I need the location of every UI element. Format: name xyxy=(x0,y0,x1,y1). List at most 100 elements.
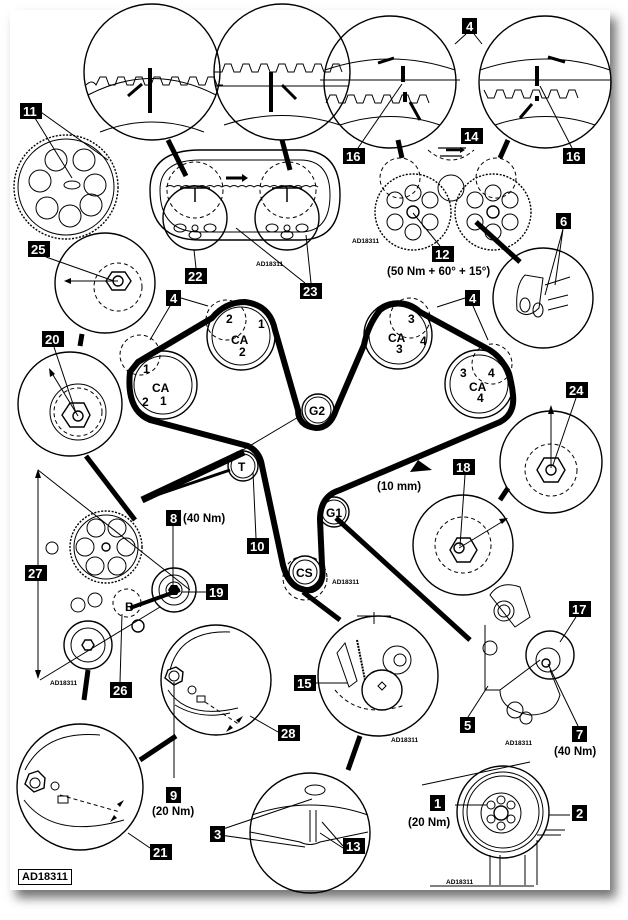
svg-text:23: 23 xyxy=(303,284,317,299)
pulley-ca1-mark-1: 1 xyxy=(143,362,150,376)
svg-text:3: 3 xyxy=(214,827,221,842)
callout-8-torque: (40 Nm) xyxy=(183,513,225,525)
detail-circle-crank-mark-right xyxy=(478,15,612,149)
detail-circle-camshaft-2-mark xyxy=(213,3,351,141)
callout-12: 12 xyxy=(432,246,454,262)
pulley-ca3-label: CA xyxy=(388,331,406,345)
watermark-label: AD18311 xyxy=(505,740,532,747)
watermark-label: AD18311 xyxy=(391,737,418,744)
crank-timing-detail-28 xyxy=(160,624,279,778)
callout-11: 11 xyxy=(20,103,42,119)
svg-text:7: 7 xyxy=(576,727,583,742)
tensioner-nut-detail-20 xyxy=(17,351,137,522)
timing-belt xyxy=(119,297,517,642)
pulley-ca3-number: 3 xyxy=(396,342,403,356)
callout-12-torque: (50 Nm + 60° + 15°) xyxy=(387,266,490,278)
svg-text:26: 26 xyxy=(113,683,127,698)
callout-4-top: 4 xyxy=(462,18,477,34)
svg-text:22: 22 xyxy=(188,269,202,284)
svg-text:17: 17 xyxy=(572,602,586,617)
callout-25: 25 xyxy=(28,241,50,257)
tensioner-assembly: AD18311 xyxy=(482,584,575,747)
callout-10: 10 xyxy=(247,538,269,554)
svg-text:16: 16 xyxy=(566,149,580,164)
pulley-labels: CA 1 1 2 CA 2 2 1 CA 3 3 4 CA 4 3 4 G2 G… xyxy=(142,312,495,586)
callout-22: 22 xyxy=(185,268,207,284)
svg-text:4: 4 xyxy=(170,291,178,306)
pulley-ca1-label: CA xyxy=(152,381,170,395)
pulley-ca1-mark-2: 2 xyxy=(142,395,149,409)
svg-text:5: 5 xyxy=(464,718,471,733)
svg-text:27: 27 xyxy=(28,566,42,581)
callout-1: 1 xyxy=(430,795,445,811)
svg-text:15: 15 xyxy=(297,676,311,691)
svg-text:16: 16 xyxy=(346,149,360,164)
callout-2: 2 xyxy=(572,805,587,821)
pulley-g2-label: G2 xyxy=(309,404,325,418)
pulley-ca4-mark-4: 4 xyxy=(488,366,495,380)
callout-7-torque: (40 Nm) xyxy=(554,746,596,758)
callout-18: 18 xyxy=(453,459,475,475)
pulley-ca2-label: CA xyxy=(231,333,249,347)
pulley-b-label: B xyxy=(125,600,134,614)
callout-16-right: 16 xyxy=(563,148,585,164)
callout-14: 14 xyxy=(461,128,483,144)
watermark-label: AD18311 xyxy=(256,261,283,268)
crank-timing-detail-21 xyxy=(16,723,178,851)
callout-26: 26 xyxy=(110,682,132,698)
svg-text:10: 10 xyxy=(250,539,264,554)
cylinder-head-camshaft-assembly: AD18311 xyxy=(149,138,341,268)
diagram-page xyxy=(10,10,610,890)
watermark-label: AD18311 xyxy=(50,680,77,687)
svg-text:2: 2 xyxy=(576,806,583,821)
callout-1-torque: (20 Nm) xyxy=(408,817,450,829)
deflection-label: (10 mm) xyxy=(377,481,421,493)
timing-tool-detail xyxy=(492,247,594,349)
pulley-ca2-mark-2: 2 xyxy=(226,312,233,326)
svg-text:28: 28 xyxy=(281,726,295,741)
callout-4-left: 4 xyxy=(166,290,181,306)
svg-text:9: 9 xyxy=(170,788,177,803)
tensioner-nut-detail-24 xyxy=(497,405,603,514)
detail-circle-crank-mark-left xyxy=(320,15,460,149)
pulley-g1-label: G1 xyxy=(326,506,342,520)
watermark-label: AD18311 xyxy=(332,579,359,586)
svg-text:4: 4 xyxy=(469,291,477,306)
callout-3: 3 xyxy=(210,826,225,842)
pulley-ca4-label: CA xyxy=(469,380,487,394)
svg-text:24: 24 xyxy=(569,383,584,398)
svg-text:8: 8 xyxy=(170,511,177,526)
callout-27: 27 xyxy=(25,565,47,581)
callout-4-right: 4 xyxy=(465,290,480,306)
svg-text:21: 21 xyxy=(153,845,167,860)
pulley-ca2-mark-1: 1 xyxy=(258,317,265,331)
twin-camshaft-sprockets: AD18311 xyxy=(352,138,532,264)
pulley-ca4-number: 4 xyxy=(477,391,484,405)
callout-5: 5 xyxy=(460,717,475,733)
callout-24: 24 xyxy=(566,382,588,398)
callout-9: 9 xyxy=(166,787,181,803)
tensioner-nut-detail-18 xyxy=(412,494,514,596)
callouts: 1 (20 Nm) 2 3 4 4 4 5 6 7 (40 Nm) 8 (40 … xyxy=(20,18,596,860)
pulley-alignment-detail xyxy=(219,772,371,894)
svg-text:19: 19 xyxy=(209,585,223,600)
callout-16-left: 16 xyxy=(343,148,365,164)
callout-13: 13 xyxy=(343,838,365,854)
watermark-label: AD18311 xyxy=(352,238,379,245)
svg-text:25: 25 xyxy=(31,242,45,257)
callout-21: 21 xyxy=(150,844,172,860)
pulley-ca3-mark-4: 4 xyxy=(420,334,427,348)
callout-19: 19 xyxy=(206,584,228,600)
pulley-ca2-number: 2 xyxy=(239,345,246,359)
crankshaft-pulley-detail: AD18311 xyxy=(421,761,570,887)
svg-text:4: 4 xyxy=(466,19,474,34)
svg-text:13: 13 xyxy=(346,839,360,854)
svg-text:14: 14 xyxy=(464,129,479,144)
callout-8: 8 xyxy=(166,510,181,526)
callout-17: 17 xyxy=(569,601,591,617)
pulley-ca4-mark-3: 3 xyxy=(460,366,467,380)
callout-7: 7 xyxy=(572,726,587,742)
figure-reference-code: AD18311 xyxy=(18,869,72,885)
pulley-t-label: T xyxy=(238,460,246,474)
